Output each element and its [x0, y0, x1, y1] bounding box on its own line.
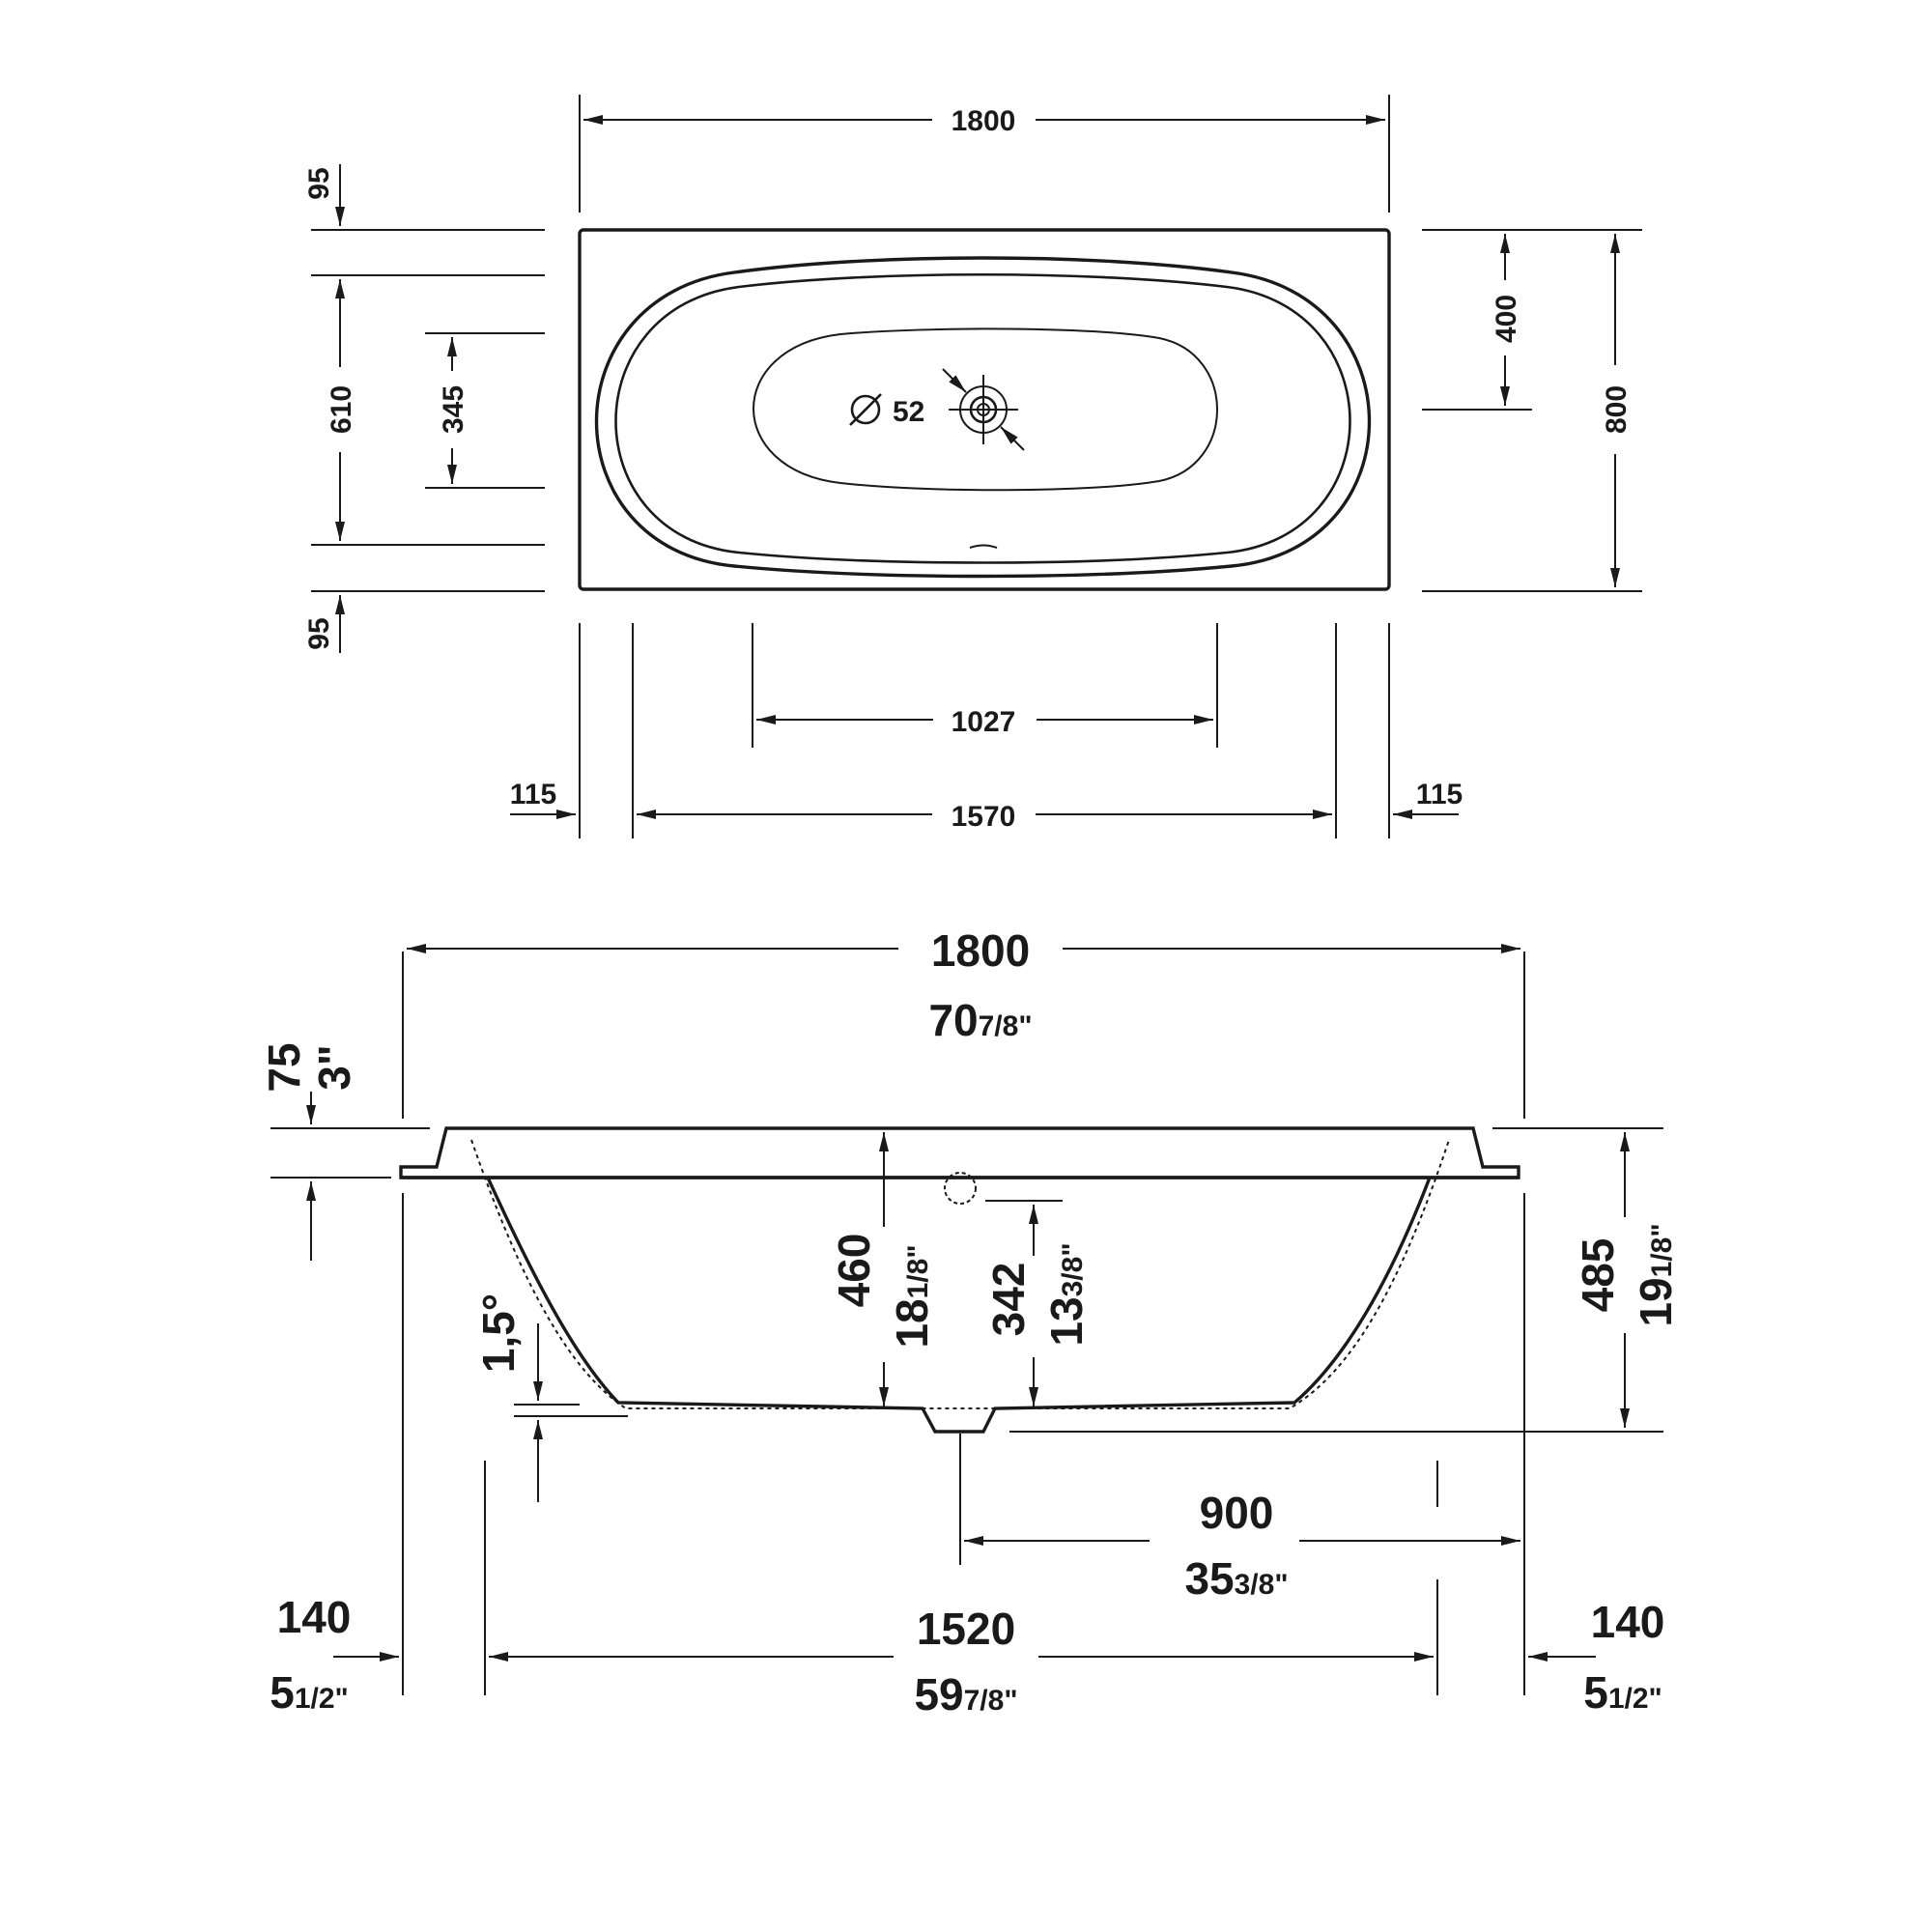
- tub-rim-profile: [399, 1126, 1520, 1179]
- bottom-margin-label: 95: [303, 617, 335, 649]
- depth-in: 181/8": [887, 1244, 937, 1348]
- depth-mm: 460: [829, 1234, 879, 1308]
- right-margin-label: 115: [1416, 779, 1463, 810]
- left-margin-label: 115: [510, 779, 556, 810]
- tub-basin: [753, 327, 1218, 492]
- left-offset-in: 51/2": [270, 1667, 349, 1718]
- overflow-height-in: 133/8": [1041, 1242, 1092, 1346]
- side-length-in: 707/8": [928, 995, 1032, 1045]
- top-view: 52 1800 95 610 345 95: [303, 95, 1642, 838]
- bottom-length-in: 597/8": [914, 1669, 1017, 1719]
- drain-diameter-label: 52: [849, 393, 924, 428]
- drain-offset-label: 400: [1491, 295, 1522, 343]
- drain-position-mm: 900: [1200, 1488, 1274, 1538]
- height-in: 191/8": [1631, 1223, 1681, 1326]
- tub-inner-profile: [470, 1139, 1450, 1409]
- overflow-circle: [944, 1172, 977, 1205]
- drain-position-in: 353/8": [1184, 1553, 1288, 1604]
- rim-mm: 75: [259, 1042, 309, 1092]
- tub-rim-inner: [614, 272, 1351, 564]
- top-margin-label: 95: [303, 167, 335, 199]
- drain-diameter-value: 52: [893, 396, 924, 428]
- left-offset-mm: 140: [277, 1592, 352, 1642]
- side-view: 1800 707/8" 75 3" 460 181/8" 342 133/8" …: [259, 925, 1681, 1719]
- right-offset-mm: 140: [1591, 1597, 1665, 1647]
- overall-width-label: 800: [1601, 385, 1633, 434]
- overflow-height-mm: 342: [983, 1263, 1034, 1337]
- bottom-length-mm: 1520: [917, 1604, 1015, 1654]
- tub-rim-outer: [594, 256, 1372, 579]
- overflow-mark: [969, 544, 998, 549]
- basin-width-label: 345: [438, 385, 469, 434]
- right-offset-in: 51/2": [1583, 1667, 1662, 1718]
- inner-length-label: 1570: [952, 801, 1016, 833]
- side-length-mm: 1800: [931, 925, 1030, 976]
- basin-length-label: 1027: [952, 706, 1016, 738]
- tub-outline-top: [578, 228, 1391, 591]
- height-mm: 485: [1573, 1238, 1623, 1313]
- slope-label: 1,5°: [473, 1293, 524, 1373]
- top-length-label: 1800: [952, 105, 1016, 137]
- drain-top: [942, 368, 1025, 451]
- inner-width-label: 610: [326, 385, 357, 434]
- rim-in: 3": [309, 1044, 359, 1090]
- tub-shell-profile: [486, 1177, 1432, 1434]
